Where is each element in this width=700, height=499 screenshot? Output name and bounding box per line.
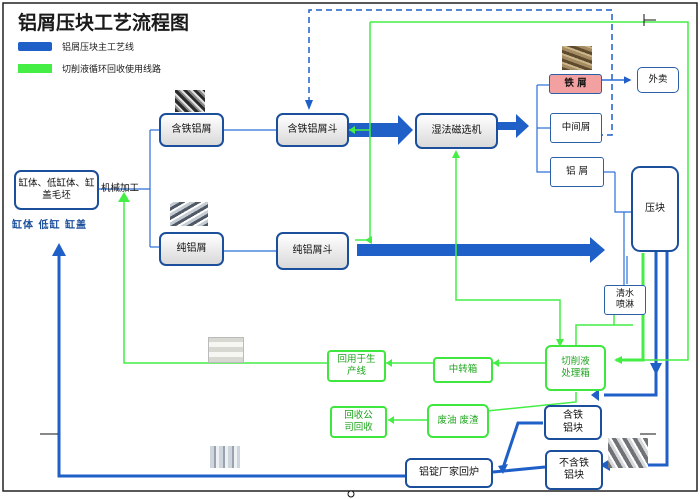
legend-main-swatch <box>18 42 52 51</box>
pure-hopper-label: 纯铝屑斗 <box>292 244 333 256</box>
iron-scrap-node: 铁 屑 <box>549 74 602 94</box>
smelter-label: 铝锭厂家回炉 <box>419 466 479 478</box>
pure-chips-node: 纯铝屑 <box>159 232 224 266</box>
coolant-tank-label: 切削液处理箱 <box>561 356 590 379</box>
pressed-blocks-photo-icon <box>210 446 240 468</box>
middle-chips-label: 中间屑 <box>561 122 591 134</box>
thin-blue-connectors <box>99 84 631 285</box>
waste-oil-node: 废油 废渣 <box>427 404 489 438</box>
return-to-line-label: 回用于生产线 <box>337 354 376 377</box>
iron-block-node: 含铁铝块 <box>544 405 602 440</box>
legend-fluid-label: 切削液循环回收使用线路 <box>62 65 162 75</box>
source-label: 缸体、低缸体、缸盖毛坯 <box>18 178 95 201</box>
machining-label: 机械加工 <box>101 183 140 194</box>
no-iron-blocks-photo-icon <box>608 438 648 468</box>
main-process-arrows <box>349 114 605 263</box>
coolant-tank-node: 切削液处理箱 <box>545 345 606 391</box>
press-label: 压块 <box>645 202 665 214</box>
sell-label: 外卖 <box>648 74 668 86</box>
aluminum-chips-node: 铝 屑 <box>550 157 604 187</box>
iron-hopper-node: 含铁铝屑斗 <box>276 113 349 147</box>
block-stack-photo-icon <box>208 337 244 363</box>
transfer-tank-node: 中转箱 <box>433 357 493 383</box>
waste-oil-label: 废油 废渣 <box>437 415 479 427</box>
legend-fluid-swatch <box>18 64 52 73</box>
pure-chips-photo-icon <box>170 202 208 226</box>
aluminum-chips-label: 铝 屑 <box>565 166 589 178</box>
iron-hopper-label: 含铁铝屑斗 <box>287 123 338 135</box>
pure-hopper-node: 纯铝屑斗 <box>276 232 349 270</box>
diagram-title: 铝屑压块工艺流程图 <box>18 12 190 34</box>
corner-ticks <box>40 14 656 435</box>
iron-chips-node: 含铁铝屑 <box>159 113 224 147</box>
no-iron-block-label: 不含铁铝块 <box>559 457 589 482</box>
smelter-node: 铝锭厂家回炉 <box>405 458 493 488</box>
middle-chips-node: 中间屑 <box>550 113 602 143</box>
water-spray-node: 清水喷淋 <box>604 285 646 315</box>
sell-node: 外卖 <box>637 67 679 93</box>
pure-chips-label: 纯铝屑 <box>176 242 207 254</box>
recycling-company-label: 回收公司回收 <box>344 410 373 433</box>
iron-chips-label: 含铁铝屑 <box>171 123 212 135</box>
return-to-line-node: 回用于生产线 <box>327 350 386 382</box>
press-node: 压块 <box>631 166 679 252</box>
no-iron-block-node: 不含铁铝块 <box>545 450 603 490</box>
source-node: 缸体、低缸体、缸盖毛坯 <box>14 170 99 210</box>
magnetic-separator-node: 湿法磁选机 <box>415 113 498 149</box>
legend-main-label: 铝屑压块主工艺线 <box>62 43 135 53</box>
iron-scrap-photo-icon <box>562 46 592 70</box>
transfer-tank-label: 中转箱 <box>448 364 478 376</box>
recycling-company-node: 回收公司回收 <box>330 406 387 438</box>
magnetic-separator-label: 湿法磁选机 <box>431 124 482 136</box>
dashed-return-line <box>308 9 613 136</box>
source-part-icons: 缸体 低缸 缸盖 <box>12 220 87 231</box>
water-spray-label: 清水喷淋 <box>615 288 634 310</box>
iron-scrap-label: 铁 屑 <box>564 78 587 90</box>
iron-chips-photo-icon <box>175 90 205 112</box>
iron-block-label: 含铁铝块 <box>563 410 583 434</box>
